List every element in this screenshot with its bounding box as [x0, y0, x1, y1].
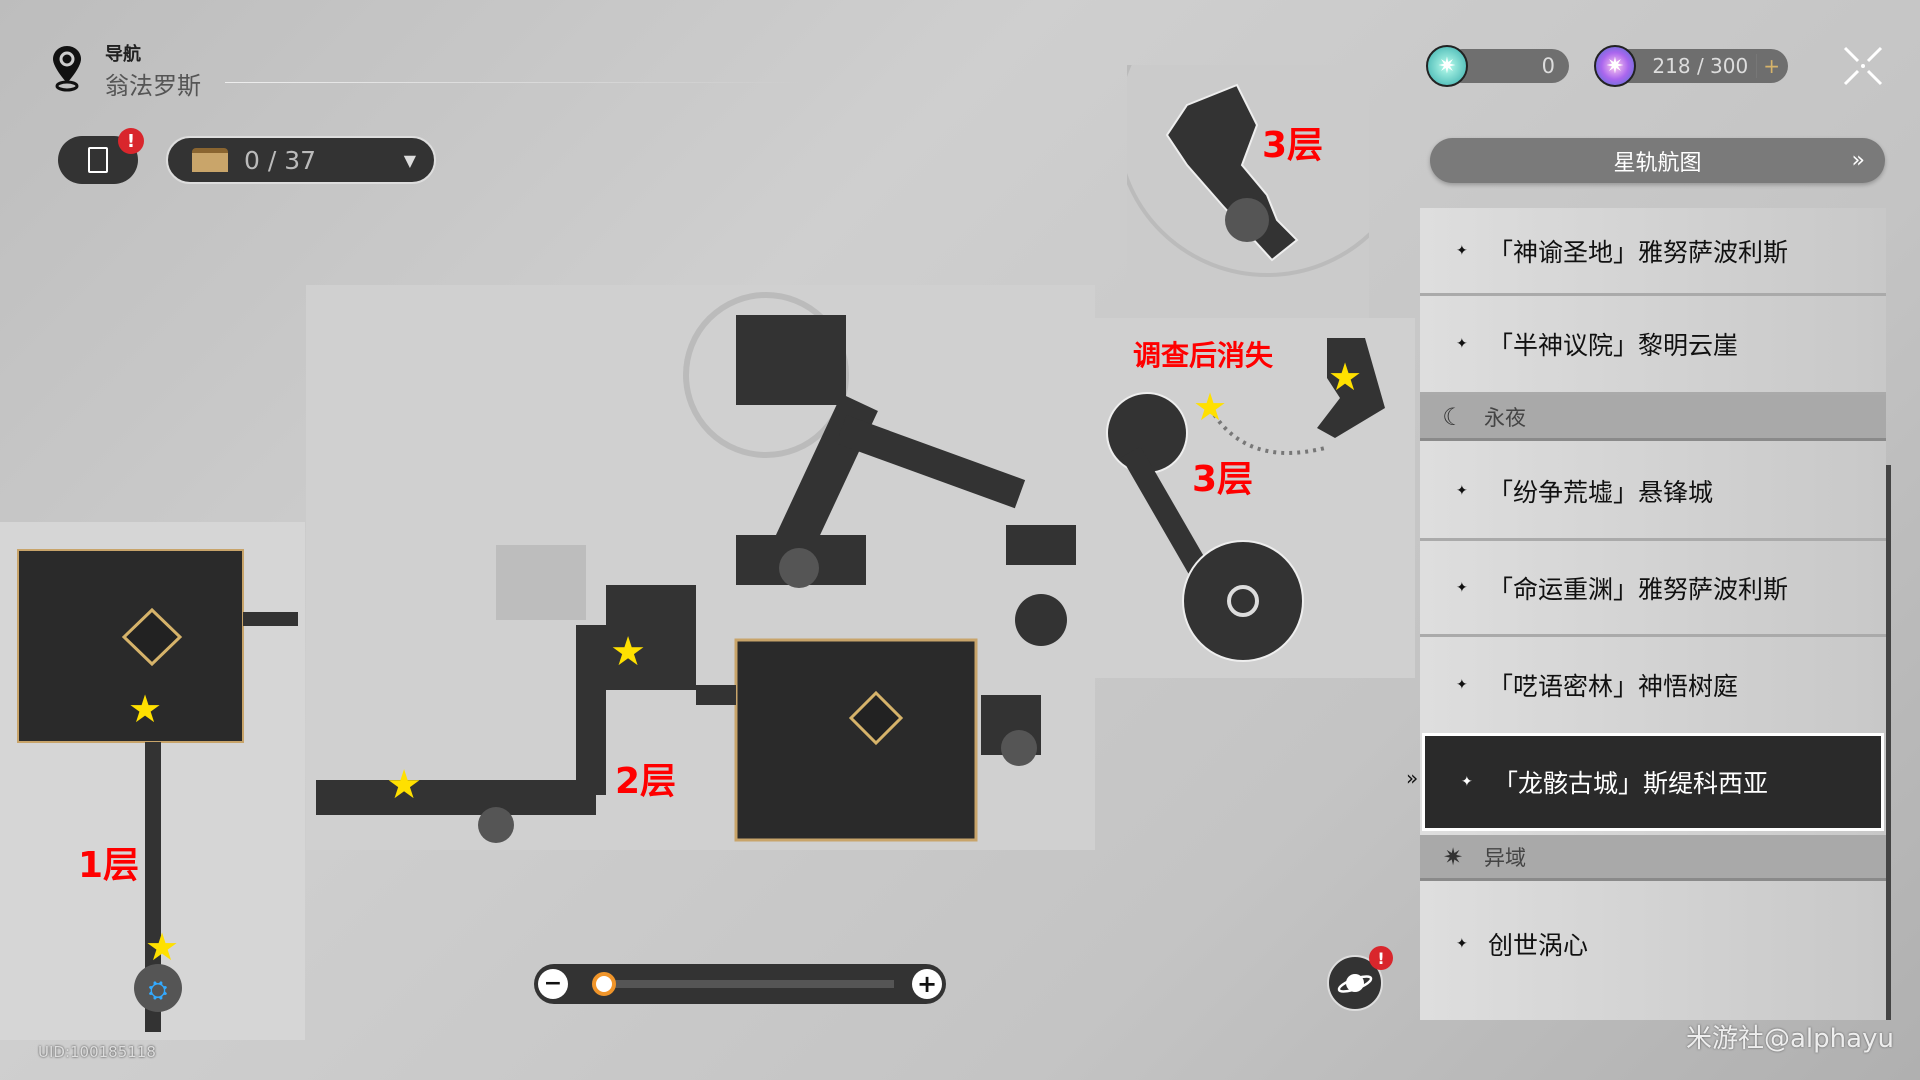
currency-1-amount: 0: [1541, 54, 1555, 78]
oneiric-shard-icon: ✷: [1426, 45, 1468, 87]
star-marker: ★: [386, 762, 422, 808]
star-marker: ★: [1328, 355, 1362, 399]
floor-3-label-right: 3层: [1192, 459, 1254, 500]
list-scrollbar[interactable]: [1886, 465, 1891, 1020]
star-marker: ★: [1193, 385, 1227, 429]
diamond-icon: ✦: [1456, 483, 1468, 499]
diamond-icon: ✦: [1456, 579, 1468, 596]
notification-badge: !: [1369, 946, 1393, 970]
location-item[interactable]: ✦ 「半神议院」黎明云崖: [1420, 296, 1886, 395]
zoom-out-button[interactable]: −: [538, 969, 568, 999]
teleport-icon: [779, 548, 819, 588]
location-item-selected[interactable]: ✦ 「龙骸古城」斯缇科西亚: [1422, 733, 1884, 831]
puzzle-cube-icon: [121, 607, 183, 667]
section-header-otherworld: ✷ 异域: [1420, 835, 1886, 881]
navigation-label: 导航: [105, 44, 141, 65]
zoom-track[interactable]: [594, 980, 894, 988]
diamond-icon: ✦: [1456, 242, 1468, 259]
teleport-icon: [478, 807, 514, 843]
star-burst-icon: ✷: [1442, 842, 1464, 871]
treasure-chest-icon: [192, 148, 228, 172]
crescent-moon-icon: ☾: [1442, 402, 1464, 431]
floor-3-label-top: 3层: [1262, 125, 1324, 166]
section-header-eternal-night: ☾ 永夜: [1420, 395, 1886, 441]
floor-2-label: 2层: [615, 761, 677, 802]
planet-icon: [1337, 974, 1373, 993]
selected-indicator-icon: »: [1406, 766, 1419, 790]
teleport-glyph: ⛭: [148, 976, 167, 1004]
section-label: 永夜: [1484, 405, 1526, 430]
location-list: ✦ 「神谕圣地」雅努萨波利斯 ✦ 「半神议院」黎明云崖 ☾ 永夜 ✦ 「纷争荒墟」悬锋城…: [1420, 208, 1886, 1020]
treasure-chest-dropdown[interactable]: 0 / 37 ▼: [166, 136, 436, 184]
current-location: 翁法罗斯: [105, 72, 201, 100]
diamond-icon: ✦: [1456, 676, 1468, 693]
notification-badge: !: [118, 128, 144, 154]
clipboard-icon: [88, 147, 108, 173]
location-item[interactable]: ✦ 创世涡心: [1420, 884, 1886, 1004]
map-floor-3-right[interactable]: ★ ★: [1095, 318, 1415, 678]
star-rail-map-button[interactable]: 星轨航图 »: [1430, 138, 1885, 183]
star-rail-map-label: 星轨航图: [1613, 150, 1702, 176]
floor-1-label: 1层: [78, 845, 140, 886]
map-floor-1[interactable]: ⛭ ★ ★: [0, 522, 305, 1040]
location-label: 创世涡心: [1488, 931, 1589, 960]
zoom-in-button[interactable]: +: [912, 969, 942, 999]
section-label: 异域: [1484, 845, 1526, 870]
zoom-handle[interactable]: [592, 972, 616, 996]
teleport-icon: [134, 964, 182, 1012]
location-label: 「龙骸古城」斯缇科西亚: [1493, 769, 1769, 798]
star-marker: ★: [145, 925, 179, 969]
map-floor-3-top[interactable]: [1127, 65, 1369, 320]
divider: [225, 82, 805, 83]
location-item[interactable]: ✦ 「神谕圣地」雅努萨波利斯: [1420, 208, 1886, 296]
disappear-note-label: 调查后消失: [1133, 339, 1274, 372]
teleport-icon: [1225, 198, 1269, 242]
trailblaze-power-icon: ✷: [1594, 45, 1636, 87]
uid-label: UID:100185118: [38, 1043, 156, 1061]
location-item[interactable]: ✦ 「命运重渊」雅努萨波利斯: [1420, 541, 1886, 637]
location-item[interactable]: ✦ 「纷争荒墟」悬锋城: [1420, 444, 1886, 541]
location-item[interactable]: ✦ 「呓语密林」神悟树庭: [1420, 637, 1886, 732]
double-chevron-right-icon: »: [1851, 148, 1865, 173]
chevron-down-icon: ▼: [403, 150, 416, 170]
diamond-icon: ✦: [1456, 336, 1468, 352]
chest-count: 0 / 37: [244, 145, 317, 175]
close-icon[interactable]: [1843, 46, 1883, 86]
map-floor-2[interactable]: ★ ★: [306, 285, 1095, 850]
star-marker: ★: [128, 687, 162, 731]
trailblaze-power: 218 / 300 +: [1612, 49, 1788, 83]
add-power-button[interactable]: +: [1756, 54, 1780, 78]
location-label: 「呓语密林」神悟树庭: [1488, 671, 1739, 701]
zoom-slider[interactable]: − +: [534, 964, 946, 1004]
star-marker: ★: [610, 629, 646, 675]
location-label: 「神谕圣地」雅努萨波利斯: [1488, 237, 1789, 267]
puzzle-cube-icon: [848, 690, 904, 746]
teleport-icon: [1001, 730, 1037, 766]
location-label: 「纷争荒墟」悬锋城: [1488, 478, 1714, 507]
location-label: 「命运重渊」雅努萨波利斯: [1488, 574, 1789, 604]
diamond-icon: ✦: [1456, 936, 1468, 952]
trailblaze-power-amount: 218 / 300: [1652, 54, 1749, 78]
map-pin-icon: [50, 44, 84, 96]
watermark: 米游社@alphayu: [1686, 1024, 1894, 1054]
location-label: 「半神议院」黎明云崖: [1488, 331, 1739, 360]
diamond-icon: ✦: [1461, 774, 1473, 790]
